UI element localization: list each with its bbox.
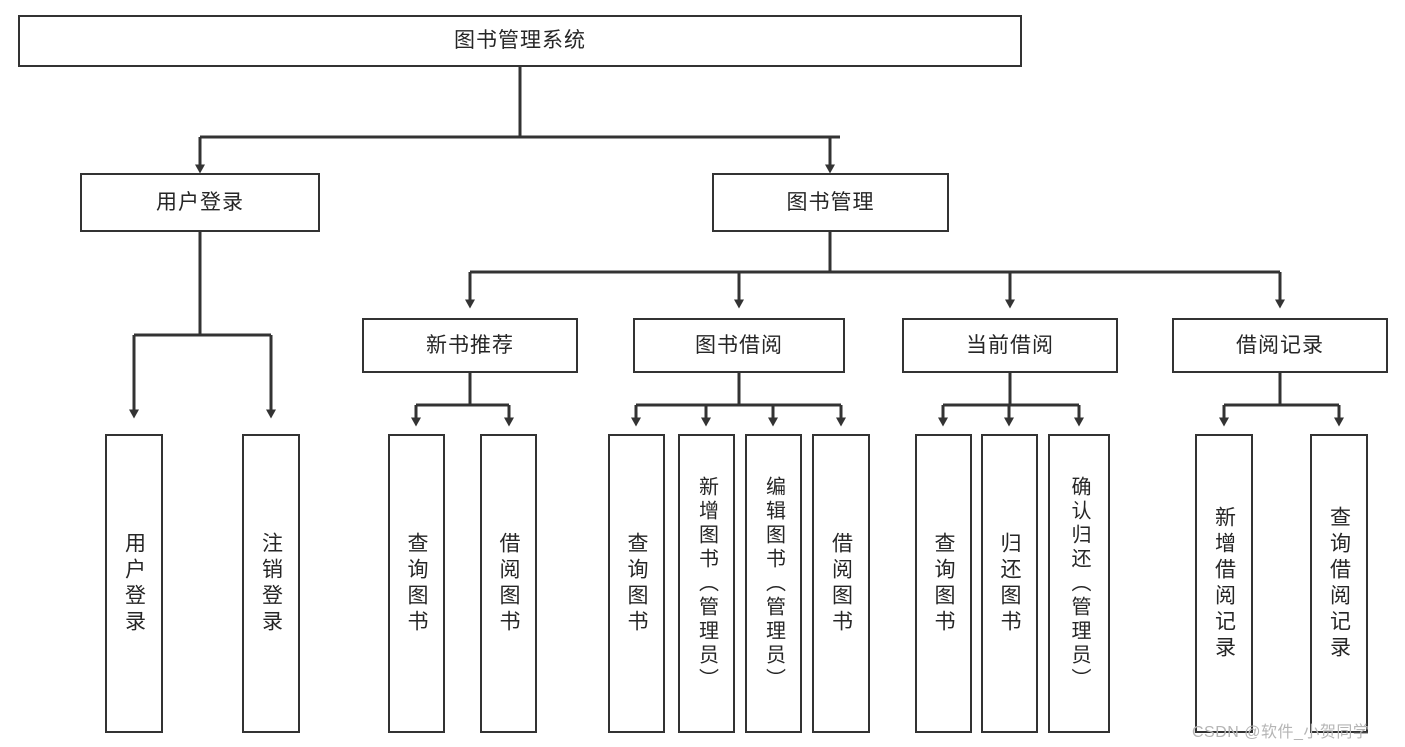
node-label: 借阅图书 (497, 531, 520, 636)
node-book-borrow[interactable]: 图书借阅 (633, 318, 845, 373)
node-label: 查询借阅记录 (1327, 505, 1351, 662)
csdn-watermark: CSDN @软件_小贺同学 (1192, 724, 1370, 741)
node-label: 查询图书 (405, 531, 428, 636)
leaf-logout[interactable]: 注销登录 (242, 434, 300, 733)
node-book-management[interactable]: 图书管理 (712, 173, 949, 232)
node-label: 新书推荐 (426, 333, 514, 357)
leaf-add-borrow-record[interactable]: 新增借阅记录 (1195, 434, 1253, 733)
leaf-borrow-book-newbook[interactable]: 借阅图书 (480, 434, 537, 733)
leaf-query-book-newbook[interactable]: 查询图书 (388, 434, 445, 733)
leaf-edit-book-admin[interactable]: 编辑图书（管理员） (745, 434, 802, 733)
leaf-borrow-book[interactable]: 借阅图书 (812, 434, 870, 733)
node-label: 确认归还（管理员） (1068, 475, 1090, 692)
node-label: 新增借阅记录 (1212, 505, 1236, 662)
node-label: 注销登录 (259, 531, 283, 636)
node-label: 图书管理系统 (454, 29, 586, 53)
node-label: 新增图书（管理员） (695, 475, 718, 692)
node-label: 查询图书 (932, 531, 955, 636)
leaf-add-book-admin[interactable]: 新增图书（管理员） (678, 434, 735, 733)
node-label: 归还图书 (998, 531, 1021, 636)
node-current-borrow[interactable]: 当前借阅 (902, 318, 1118, 373)
node-user-login[interactable]: 用户登录 (80, 173, 320, 232)
node-label: 编辑图书（管理员） (762, 475, 785, 692)
node-label: 查询图书 (625, 531, 648, 636)
node-label: 用户登录 (122, 531, 146, 636)
node-label: 借阅图书 (829, 531, 853, 636)
node-label: 用户登录 (156, 190, 244, 214)
node-borrow-records[interactable]: 借阅记录 (1172, 318, 1388, 373)
leaf-confirm-return-admin[interactable]: 确认归还（管理员） (1048, 434, 1110, 733)
leaf-query-borrow-record[interactable]: 查询借阅记录 (1310, 434, 1368, 733)
node-root-book-management-system[interactable]: 图书管理系统 (18, 15, 1022, 67)
node-new-book-recommendation[interactable]: 新书推荐 (362, 318, 578, 373)
leaf-query-book-borrow[interactable]: 查询图书 (608, 434, 665, 733)
node-label: 图书借阅 (695, 333, 783, 357)
node-label: 当前借阅 (966, 333, 1054, 357)
leaf-user-login[interactable]: 用户登录 (105, 434, 163, 733)
node-label: 图书管理 (786, 190, 875, 214)
leaf-return-book[interactable]: 归还图书 (981, 434, 1038, 733)
node-label: 借阅记录 (1236, 333, 1324, 357)
leaf-query-book-current[interactable]: 查询图书 (915, 434, 972, 733)
